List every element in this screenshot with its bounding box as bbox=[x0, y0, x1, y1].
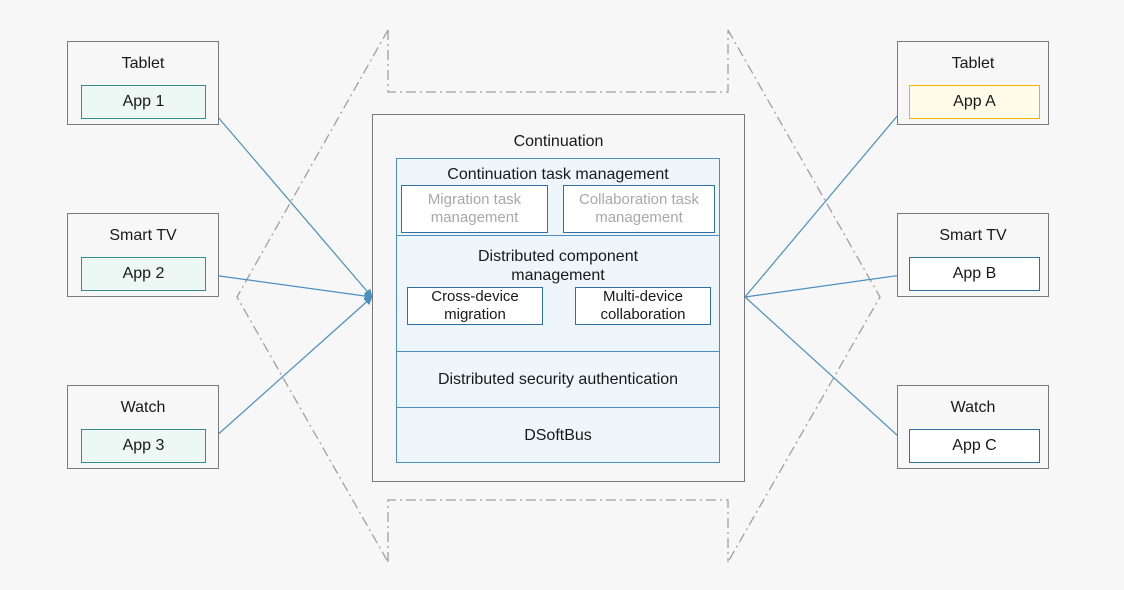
arrow-app2 bbox=[204, 273, 373, 301]
device-smart-tv-left: Smart TV App 2 bbox=[67, 213, 219, 297]
app-a[interactable]: App A bbox=[909, 85, 1040, 119]
device-watch-right: Watch App C bbox=[897, 385, 1049, 469]
continuation-title: Continuation bbox=[513, 133, 604, 150]
device-smart-tv-right: Smart TV App B bbox=[897, 213, 1049, 297]
app-b[interactable]: App B bbox=[909, 257, 1040, 291]
app-2[interactable]: App 2 bbox=[81, 257, 206, 291]
migration-task-management: Migration task management bbox=[401, 185, 548, 233]
security-layer: Distributed security authentication bbox=[396, 351, 720, 408]
cross-device-migration: Cross-device migration bbox=[407, 287, 543, 325]
app-3[interactable]: App 3 bbox=[81, 429, 206, 463]
softbus-label: DSoftBus bbox=[524, 427, 592, 444]
arrow-app3 bbox=[204, 296, 373, 447]
device-label: Watch bbox=[120, 399, 166, 416]
device-tablet-right: Tablet App A bbox=[897, 41, 1049, 125]
app-c[interactable]: App C bbox=[909, 429, 1040, 463]
arrow-appB bbox=[744, 270, 910, 298]
multi-device-collaboration: Multi-device collaboration bbox=[575, 287, 711, 325]
device-tablet-left: Tablet App 1 bbox=[67, 41, 219, 125]
device-label: Smart TV bbox=[109, 227, 177, 244]
device-watch-left: Watch App 3 bbox=[67, 385, 219, 469]
device-label: Smart TV bbox=[939, 227, 1007, 244]
task-management-title: Continuation task management bbox=[447, 166, 669, 183]
arrow-app1 bbox=[204, 101, 373, 298]
task-management-layer: Continuation task management Migration t… bbox=[396, 158, 720, 236]
collaboration-task-management: Collaboration task management bbox=[563, 185, 715, 233]
component-management-title: Distributed component management bbox=[477, 248, 639, 284]
device-label: Tablet bbox=[951, 55, 995, 72]
component-management-layer: Distributed component management Cross-d… bbox=[396, 235, 720, 352]
arrow-appC bbox=[744, 296, 910, 447]
device-label: Tablet bbox=[121, 55, 165, 72]
app-1[interactable]: App 1 bbox=[81, 85, 206, 119]
arrow-appA bbox=[744, 101, 910, 298]
dashed-zoom-outline bbox=[236, 29, 881, 563]
security-label: Distributed security authentication bbox=[437, 371, 679, 388]
softbus-layer: DSoftBus bbox=[396, 407, 720, 463]
device-label: Watch bbox=[950, 399, 996, 416]
